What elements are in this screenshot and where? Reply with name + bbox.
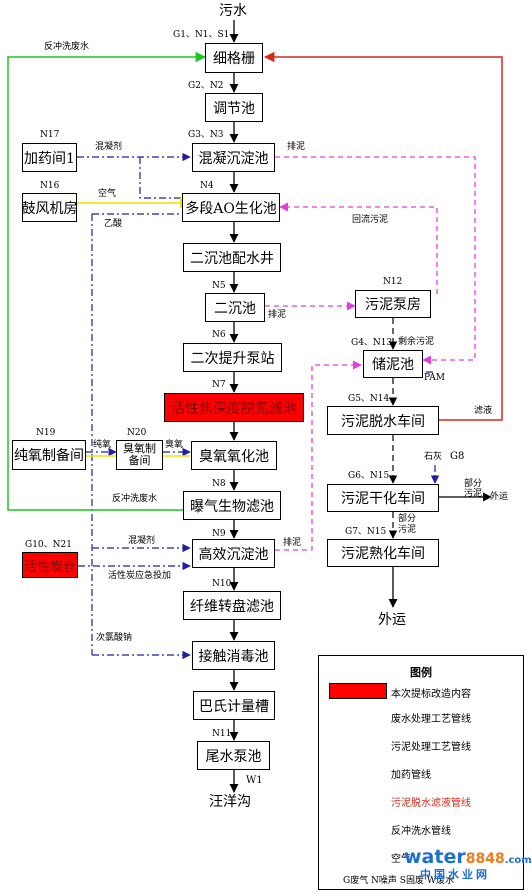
legend-item-dosing: 加药管线 (391, 770, 431, 781)
label-sludge-discharge-1: 排泥 (287, 142, 306, 152)
legend-item-upgrade: 本次提标改造内容 (391, 689, 471, 700)
unit-ozone-room[interactable]: 臭氧制备间 (116, 440, 163, 470)
label-partial-sludge-1b: 污泥 (464, 489, 483, 499)
label-partial-sludge-2b: 污泥 (398, 525, 417, 535)
unit-lift-pump-station[interactable]: 二次提升泵站 (183, 343, 282, 372)
tag-ozone: N20 (127, 428, 147, 438)
tag-baf: N8 (212, 479, 226, 489)
tag-ao: N4 (200, 181, 214, 191)
unit-effluent-pump-pit[interactable]: 尾水泵池 (197, 741, 270, 770)
watermark-cn: 中国水业网 (420, 868, 490, 881)
unit-secondary-clarifier[interactable]: 二沉池 (205, 293, 265, 322)
label-return-sludge: 回流污泥 (352, 215, 389, 225)
label-coagulant-1: 混凝剂 (95, 142, 123, 152)
tag-blower: N16 (40, 181, 60, 191)
unit-sludge-curing[interactable]: 污泥熟化车间 (327, 539, 439, 567)
watermark-brand: water8848.com (404, 846, 532, 868)
label-pam: PAM (424, 373, 445, 383)
sludge-discharge-lines (265, 156, 476, 551)
tag-dewatering: G5、N14 (348, 394, 390, 404)
unit-parshall-flume[interactable]: 巴氏计量槽 (193, 691, 275, 720)
label-emergency-coke: 活性炭应急投加 (108, 571, 172, 581)
tag-lift-pump: N6 (212, 330, 226, 340)
tag-clarifier: N5 (212, 281, 226, 291)
label-partial-sludge-1: 部分 (464, 479, 483, 489)
unit-coke-denitrification-filter[interactable]: 活性焦深度脱氮滤池 (164, 393, 304, 422)
unit-activated-carbon-silo[interactable]: 活性炭仓 (22, 552, 78, 578)
label-partial-sludge-2: 部分 (398, 514, 417, 524)
watermark-number: 8848 (465, 851, 505, 867)
outward-label-2: 外运 (378, 612, 406, 628)
legend-item-wastewater: 废水处理工艺管线 (391, 714, 471, 725)
main-process-line (229, 20, 492, 793)
label-filtrate: 滤液 (474, 406, 493, 416)
label-g8: G8 (450, 451, 465, 462)
legend-panel: 图例 本次提标改造内容 废水处理工艺管线 污泥处理工艺管线 加药管线 污泥脱水滤… (318, 655, 524, 890)
watermark-word: water (404, 846, 466, 868)
legend-footer: G废气 N噪声 S固废 W废水 (343, 876, 455, 886)
unit-fine-screen[interactable]: 细格栅 (205, 43, 263, 73)
tag-dosing: N17 (40, 130, 60, 140)
unit-biological-aerated-filter[interactable]: 曝气生物滤池 (183, 491, 281, 520)
unit-ozone-oxidation-tank[interactable]: 臭氧氧化池 (191, 441, 277, 470)
label-hypochlorite: 次氯酸钠 (96, 633, 133, 643)
tag-effluent-pump: N11 (212, 729, 232, 739)
tag-sludge-pump: N12 (383, 277, 403, 287)
unit-ao-bio-tank[interactable]: 多段AO生化池 (182, 193, 280, 222)
unit-fiber-disc-filter[interactable]: 纤维转盘滤池 (183, 591, 281, 620)
unit-dosing-room[interactable]: 加药间1 (22, 143, 77, 172)
tag-settler: N9 (212, 529, 226, 539)
label-air: 空气 (98, 189, 117, 199)
unit-coagulation-tank[interactable]: 混凝沉淀池 (192, 143, 275, 172)
label-backwash-mid: 反冲洗废水 (112, 494, 158, 504)
label-excess-sludge: 剩余污泥 (398, 337, 435, 347)
legend-item-backwash: 反冲洗水管线 (391, 826, 451, 837)
unit-blower-room[interactable]: 鼓风机房 (22, 193, 78, 222)
tag-fiber-filter: N10 (212, 579, 232, 589)
filtrate-line (263, 51, 503, 421)
source-label: 污水 (219, 3, 247, 19)
legend-red-swatch (329, 683, 387, 699)
watermark-domain: .com (504, 855, 532, 866)
tag-coagulation: G3、N3 (188, 130, 224, 140)
tag-equalization: G2、N2 (188, 81, 224, 91)
label-acetic-acid: 乙酸 (104, 219, 123, 229)
label-backwash-top: 反冲洗废水 (44, 42, 90, 52)
legend-item-filtrate: 污泥脱水滤液管线 (391, 798, 471, 809)
tag-carbon-silo: G10、N21 (25, 540, 72, 550)
tag-curing: G7、N15 (345, 527, 387, 537)
legend-title: 图例 (410, 666, 432, 679)
w1-tag: W1 (246, 775, 263, 786)
label-ozone: 臭氧 (165, 440, 184, 450)
dosing-lines (77, 152, 440, 660)
legend-item-air: 空气 (391, 854, 411, 865)
tag-oxygen: N19 (36, 428, 56, 438)
unit-high-efficiency-settler[interactable]: 高效沉淀池 (192, 539, 275, 568)
unit-contact-disinfection-tank[interactable]: 接触消毒池 (192, 641, 275, 670)
tag-fine-screen: G1、N1、S1 (173, 30, 230, 40)
unit-sludge-drying[interactable]: 污泥干化车间 (327, 484, 439, 512)
unit-equalization-tank[interactable]: 调节池 (205, 93, 263, 122)
unit-sludge-storage[interactable]: 储泥池 (363, 350, 423, 378)
unit-sludge-pump-room[interactable]: 污泥泵房 (355, 290, 431, 318)
label-sludge-discharge-2: 排泥 (268, 310, 287, 320)
discharge-label: 汪洋沟 (209, 794, 251, 810)
unit-sludge-dewatering[interactable]: 污泥脱水车间 (327, 406, 439, 435)
label-lime: 石灰 (424, 452, 443, 462)
legend-item-sludge: 污泥处理工艺管线 (391, 742, 471, 753)
tag-sludge-storage: G4、N13 (351, 338, 393, 348)
outward-label-1: 外运 (490, 492, 509, 502)
unit-oxygen-room[interactable]: 纯氧制备间 (12, 440, 86, 470)
label-pure-oxygen: 纯氧 (93, 440, 112, 450)
unit-clarifier-distribution-well[interactable]: 二沉池配水井 (183, 243, 281, 272)
label-coagulant-2: 混凝剂 (128, 536, 156, 546)
tag-coke-filter: N7 (212, 380, 226, 390)
backwash-line (7, 51, 207, 511)
tag-drying: G6、N15 (348, 471, 390, 481)
label-sludge-discharge-3: 排泥 (283, 538, 302, 548)
